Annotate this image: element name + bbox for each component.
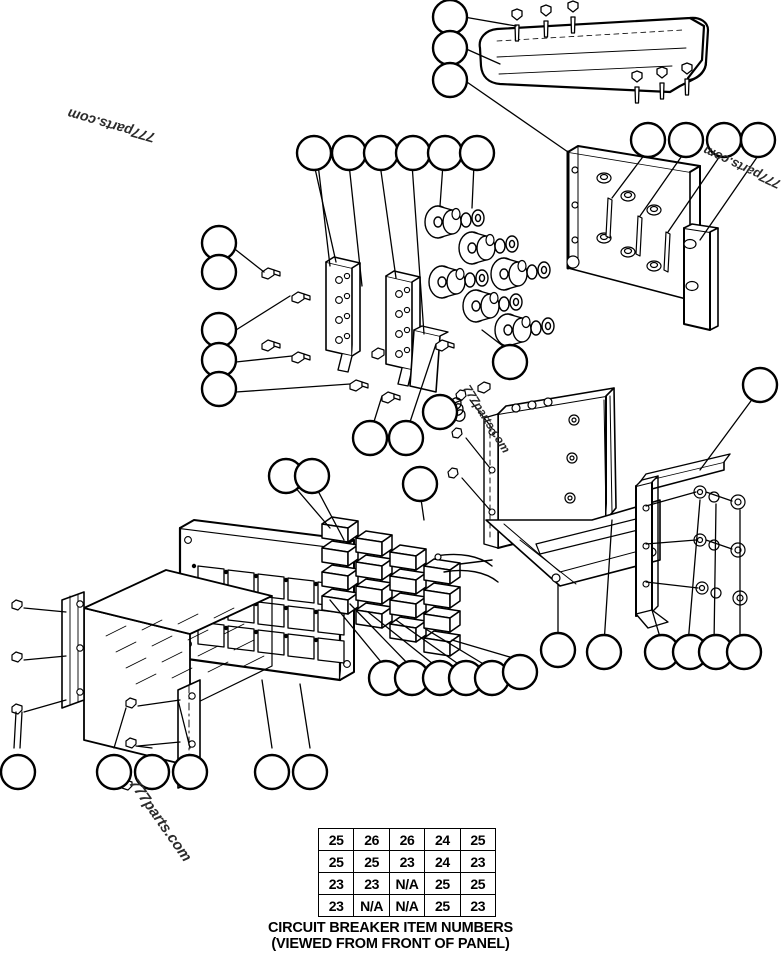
left-mount-rails: [325, 256, 449, 393]
table-cell: 26: [388, 828, 426, 851]
table-cell: 23: [459, 850, 496, 873]
table-cell: N/A: [353, 894, 390, 917]
table-cell: 23: [317, 872, 355, 895]
table-cell: N/A: [388, 894, 426, 917]
table-cell: 25: [317, 850, 355, 873]
upper-mounting-bracket: [566, 145, 719, 331]
table-cell: 23: [459, 894, 496, 917]
table-row: 23 23 N/A 25 25: [317, 872, 496, 895]
table-cell: 23: [388, 850, 426, 873]
table-cell: 24: [424, 850, 461, 873]
caption-line-2: (VIEWED FROM FRONT OF PANEL): [271, 936, 510, 952]
breaker-item-number-table: 25 26 26 24 25 25 25 23 24 23 23 23 N/A: [317, 828, 496, 917]
table-row: 23 N/A N/A 25 23: [317, 894, 496, 917]
circuit-breaker-modules: [321, 516, 499, 657]
shield-enclosure-box: [11, 569, 273, 791]
table-cell: 25: [424, 872, 461, 895]
table-row: 25 25 23 24 23: [317, 850, 496, 873]
table-cell: 25: [317, 828, 355, 851]
bulkhead-connector-cluster: [424, 205, 555, 347]
table-row: 25 26 26 24 25: [317, 828, 496, 851]
right-rear-bracket: [635, 453, 748, 629]
table-cell: 24: [424, 828, 461, 851]
table-cell: 25: [459, 872, 496, 895]
diagram-caption: CIRCUIT BREAKER ITEM NUMBERS (VIEWED FRO…: [0, 920, 781, 952]
table-cell: 26: [353, 828, 390, 851]
center-shield-plate: [447, 387, 617, 549]
table-cell: N/A: [388, 872, 426, 895]
table-cell: 25: [353, 850, 390, 873]
table-cell: 23: [317, 894, 355, 917]
top-tray-part: [478, 0, 710, 104]
table-cell: 23: [353, 872, 390, 895]
table-cell: 25: [424, 894, 461, 917]
caption-line-1: CIRCUIT BREAKER ITEM NUMBERS: [268, 920, 513, 936]
table-cell: 25: [459, 828, 496, 851]
loose-fasteners: [261, 267, 491, 404]
